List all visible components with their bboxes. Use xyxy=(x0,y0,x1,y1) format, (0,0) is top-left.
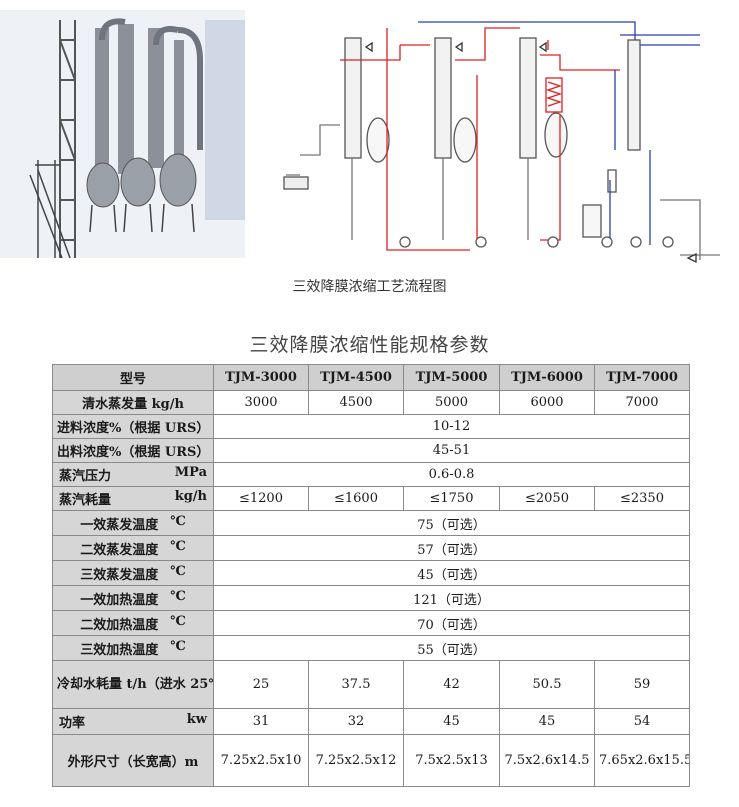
table-row: 二效蒸发温度 ℃ 57（可选） xyxy=(52,535,690,561)
table-row: 外形尺寸（长宽高）m 7.25x2.5x10 7.25x2.5x12 7.5x2… xyxy=(52,734,690,787)
cell: 7.5x2.6x14.5 xyxy=(499,734,595,787)
cell: 59 xyxy=(594,660,690,709)
row-unit: ℃ xyxy=(170,638,186,654)
table-header-row: 型号 TJM-3000 TJM-4500 TJM-5000 TJM-6000 T… xyxy=(52,364,690,391)
spec-table: 型号 TJM-3000 TJM-4500 TJM-5000 TJM-6000 T… xyxy=(52,364,690,787)
row-label: 三效加热温度 ℃ xyxy=(52,635,214,661)
cell: 55（可选） xyxy=(213,635,690,661)
row-label-text: 蒸汽耗量 xyxy=(59,493,112,508)
table-row: 冷却水耗量 t/h（进水 25℃，出水≤38℃） 25 37.5 42 50.5… xyxy=(52,660,690,709)
header-label: 型号 xyxy=(52,364,214,391)
figure-caption: 三效降膜浓缩工艺流程图 xyxy=(292,279,447,295)
table-title: 三效降膜浓缩性能规格参数 xyxy=(249,334,490,356)
row-label-text: 三效蒸发温度 xyxy=(80,567,159,583)
row-label-text: 功率 xyxy=(59,716,86,731)
cell: 31 xyxy=(213,708,309,735)
row-label: 一效加热温度 ℃ xyxy=(52,585,214,611)
row-unit: kg/h xyxy=(174,489,207,504)
row-unit: ℃ xyxy=(170,513,186,529)
table-row: 蒸汽耗量 kg/h ≤1200 ≤1600 ≤1750 ≤2050 ≤2350 xyxy=(52,486,690,511)
row-label: 外形尺寸（长宽高）m xyxy=(52,734,214,787)
figure-area xyxy=(0,0,739,270)
cell: 57（可选） xyxy=(213,535,690,561)
cell: 10-12 xyxy=(213,414,690,439)
row-unit: ℃ xyxy=(170,613,186,629)
cell: 70（可选） xyxy=(213,610,690,636)
table-row: 出料浓度%（根据 URS） 45-51 xyxy=(52,438,690,463)
table-row: 三效加热温度 ℃ 55（可选） xyxy=(52,635,690,661)
row-label-text: 一效加热温度 xyxy=(80,592,159,608)
row-label: 进料浓度%（根据 URS） xyxy=(52,414,214,439)
row-label: 二效蒸发温度 ℃ xyxy=(52,535,214,561)
row-label: 三效蒸发温度 ℃ xyxy=(52,560,214,586)
cell: 45（可选） xyxy=(213,560,690,586)
row-unit: ℃ xyxy=(170,563,186,579)
row-label: 清水蒸发量 kg/h xyxy=(52,390,214,415)
cell: 45-51 xyxy=(213,438,690,463)
table-row: 一效蒸发温度 ℃ 75（可选） xyxy=(52,510,690,536)
row-unit: kw xyxy=(186,712,207,727)
row-label: 蒸汽压力 MPa xyxy=(52,462,214,487)
header-model: TJM-5000 xyxy=(403,364,500,391)
cell: 50.5 xyxy=(499,660,595,709)
cell: 5000 xyxy=(403,390,500,415)
cell: 0.6-0.8 xyxy=(213,462,690,487)
header-model: TJM-7000 xyxy=(594,364,690,391)
row-unit: ℃ xyxy=(170,538,186,554)
cell: 121（可选） xyxy=(213,585,690,611)
process-flow-diagram xyxy=(283,21,720,264)
cell: 7.5x2.5x13 xyxy=(403,734,500,787)
cell: 45 xyxy=(403,708,500,735)
cell: 54 xyxy=(594,708,690,735)
cell: 37.5 xyxy=(308,660,404,709)
row-label: 功率 kw xyxy=(52,708,214,735)
header-model: TJM-4500 xyxy=(308,364,404,391)
cell: ≤1750 xyxy=(403,486,500,511)
header-model: TJM-6000 xyxy=(499,364,595,391)
cell: ≤1600 xyxy=(308,486,404,511)
cell: 7000 xyxy=(594,390,690,415)
cell: 7.25x2.5x10 xyxy=(213,734,309,787)
figures-svg xyxy=(0,10,720,264)
table-row: 蒸汽压力 MPa 0.6-0.8 xyxy=(52,462,690,487)
cell: 45 xyxy=(499,708,595,735)
row-label: 一效蒸发温度 ℃ xyxy=(52,510,214,536)
cell: ≤2350 xyxy=(594,486,690,511)
row-unit: ℃ xyxy=(170,588,186,604)
cell: 4500 xyxy=(308,390,404,415)
table-row: 三效蒸发温度 ℃ 45（可选） xyxy=(52,560,690,586)
table-row: 一效加热温度 ℃ 121（可选） xyxy=(52,585,690,611)
cell: ≤1200 xyxy=(213,486,309,511)
row-label: 蒸汽耗量 kg/h xyxy=(52,486,214,511)
row-label: 冷却水耗量 t/h（进水 25℃，出水≤38℃） xyxy=(52,660,214,709)
cell: 32 xyxy=(308,708,404,735)
cell: 6000 xyxy=(499,390,595,415)
row-label-text: 蒸汽压力 xyxy=(59,469,112,484)
row-label: 二效加热温度 ℃ xyxy=(52,610,214,636)
cell: 42 xyxy=(403,660,500,709)
row-label: 出料浓度%（根据 URS） xyxy=(52,438,214,463)
table-row: 二效加热温度 ℃ 70（可选） xyxy=(52,610,690,636)
equipment-photo xyxy=(0,10,245,259)
cell: 75（可选） xyxy=(213,510,690,536)
row-label-text: 二效加热温度 xyxy=(80,617,159,633)
cell: ≤2050 xyxy=(499,486,595,511)
row-unit: MPa xyxy=(174,465,207,480)
row-label-text: 二效蒸发温度 xyxy=(80,542,159,558)
table-row: 功率 kw 31 32 45 45 54 xyxy=(52,708,690,735)
cell: 7.65x2.6x15.5 xyxy=(594,734,690,787)
table-row: 进料浓度%（根据 URS） 10-12 xyxy=(52,414,690,439)
header-model: TJM-3000 xyxy=(213,364,309,391)
cell: 3000 xyxy=(213,390,309,415)
row-label-text: 三效加热温度 xyxy=(80,642,159,658)
table-row: 清水蒸发量 kg/h 3000 4500 5000 6000 7000 xyxy=(52,390,690,415)
cell: 25 xyxy=(213,660,309,709)
cell: 7.25x2.5x12 xyxy=(308,734,404,787)
row-label-text: 一效蒸发温度 xyxy=(80,517,159,533)
